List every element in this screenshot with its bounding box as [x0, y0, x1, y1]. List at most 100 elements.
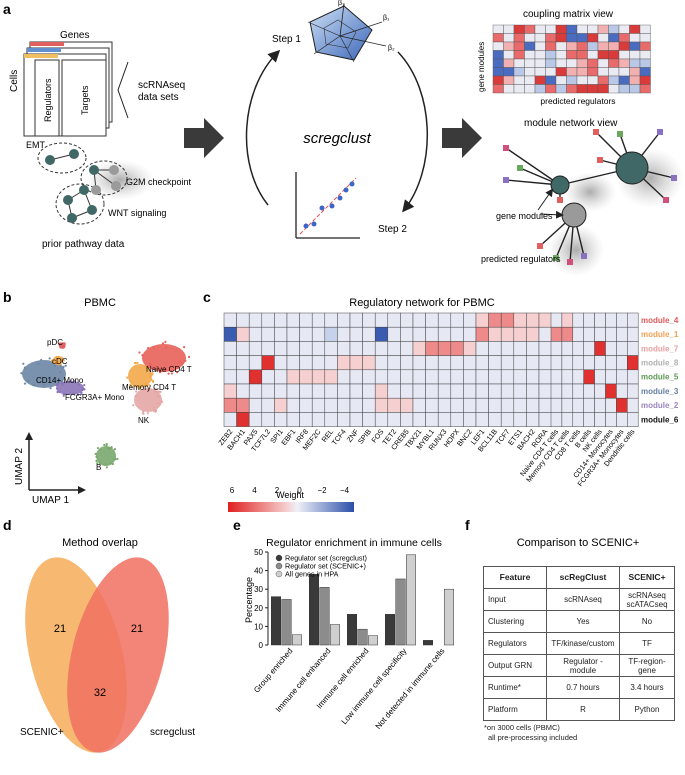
umap-point — [141, 354, 144, 357]
celltype-cell — [572, 383, 584, 399]
network-shadow — [548, 224, 604, 276]
heatmap-cell — [387, 369, 401, 385]
umap-point — [105, 466, 108, 469]
umap-point — [134, 361, 137, 365]
umap-point — [167, 372, 170, 375]
cluster-b: B — [96, 463, 101, 472]
umap-point — [159, 403, 162, 406]
heatmap-cell — [463, 341, 477, 356]
heatmap-cell — [311, 369, 326, 385]
venn-left-count: 21 — [54, 623, 66, 635]
heatmap-cell — [349, 312, 363, 328]
umap-point — [80, 392, 83, 395]
heatmap-cell — [274, 412, 288, 427]
table-row: Regulators TF/kinase/custom TF — [483, 632, 675, 655]
heatmap-cell — [324, 383, 338, 399]
scrnaseq-label-1: scRNAseq — [138, 80, 185, 91]
umap-point — [96, 446, 100, 450]
cluster-memory-cd4: Memory CD4 T — [122, 383, 176, 392]
regulator-node — [557, 197, 563, 203]
heatmap-cell — [311, 383, 326, 399]
weight-tick-label: −2 — [317, 486, 327, 495]
cells-label: Cells — [9, 70, 20, 92]
legend-swatch — [275, 554, 283, 562]
umap-cluster — [142, 344, 186, 372]
umap-point — [69, 380, 73, 383]
bar — [319, 587, 330, 646]
panel-d: Method overlap 21 21 32 SCENIC+ scregclu… — [20, 537, 195, 753]
coupling-cell — [639, 24, 651, 34]
coupling-cell — [545, 58, 557, 68]
celltype-cell — [616, 341, 628, 356]
heatmap-cell — [450, 412, 464, 427]
cluster-nk: NK — [138, 416, 150, 425]
coupling-cell — [524, 24, 536, 34]
heatmap-cell — [475, 312, 489, 328]
heatmap-cell — [261, 355, 275, 371]
heatmap-cell — [362, 341, 376, 356]
coupling-cell — [618, 75, 630, 85]
heatmap-cell — [412, 341, 426, 356]
heatmap-cell — [349, 412, 363, 427]
regression-plot — [295, 172, 360, 239]
heatmap-cell — [236, 369, 250, 385]
coupling-cell — [639, 33, 651, 43]
coupling-cell — [513, 67, 525, 77]
heatmap-cell — [324, 326, 338, 342]
table-cell: TF — [619, 632, 675, 655]
heatmap-cell — [425, 397, 439, 413]
coupling-cell — [587, 41, 599, 51]
legend-label: Regulator set (SCENIC+) — [285, 562, 366, 571]
heatmap-cell — [412, 326, 426, 342]
heatmap-cell — [337, 312, 351, 328]
celltype-cell — [594, 355, 606, 371]
coupling-cell — [629, 33, 641, 43]
weight-tick-label: 2 — [275, 486, 280, 495]
umap-point — [164, 340, 167, 344]
bar-chart-title: Regulator enrichment in immune cells — [266, 537, 442, 549]
cycle-arrow-right — [397, 51, 428, 213]
cluster-fcgr3a-mono: FCGR3A+ Mono — [65, 393, 125, 402]
network-shadow — [564, 172, 616, 212]
umap-point — [56, 387, 59, 390]
celltype-cell — [572, 369, 584, 385]
umap-point — [141, 411, 145, 414]
coupling-cell — [639, 50, 651, 60]
heatmap-cell — [286, 369, 300, 385]
heatmap-cell — [538, 397, 552, 413]
module-node — [550, 175, 570, 195]
celltype-cell — [572, 397, 584, 413]
heatmap-cell — [500, 369, 515, 385]
heatmap-cell — [248, 412, 263, 427]
heatmap-cell — [236, 383, 250, 399]
regulator-node — [503, 145, 509, 151]
umap-point — [148, 384, 151, 387]
weight-colorbar — [228, 502, 354, 512]
celltype-cell — [616, 326, 628, 342]
heatmap-cell — [450, 326, 464, 342]
heatmap-cell — [425, 383, 439, 399]
coupling-cell — [492, 33, 504, 43]
module-label: module_5 — [641, 373, 679, 382]
celltype-cell — [605, 412, 617, 427]
umap-title: PBMC — [84, 297, 116, 309]
coupling-cell — [576, 33, 588, 43]
table-header: SCENIC+ — [619, 566, 675, 589]
umap-point — [59, 345, 62, 348]
heatmap-cell — [425, 341, 439, 356]
umap-point — [23, 366, 27, 369]
heatmap-cell — [412, 355, 426, 371]
step2-label: Step 2 — [378, 224, 407, 235]
umap-point — [99, 448, 102, 451]
coupling-cell — [587, 84, 599, 94]
umap-point — [180, 362, 183, 365]
coupling-cell — [566, 24, 578, 34]
celltype-cell — [583, 397, 595, 413]
coupling-cell — [503, 67, 515, 77]
coupling-cell — [492, 58, 504, 68]
umap-point — [54, 361, 57, 365]
umap-ylabel: UMAP 2 — [14, 448, 25, 485]
heatmap-cell — [223, 326, 237, 342]
heatmap-cell — [248, 341, 263, 356]
